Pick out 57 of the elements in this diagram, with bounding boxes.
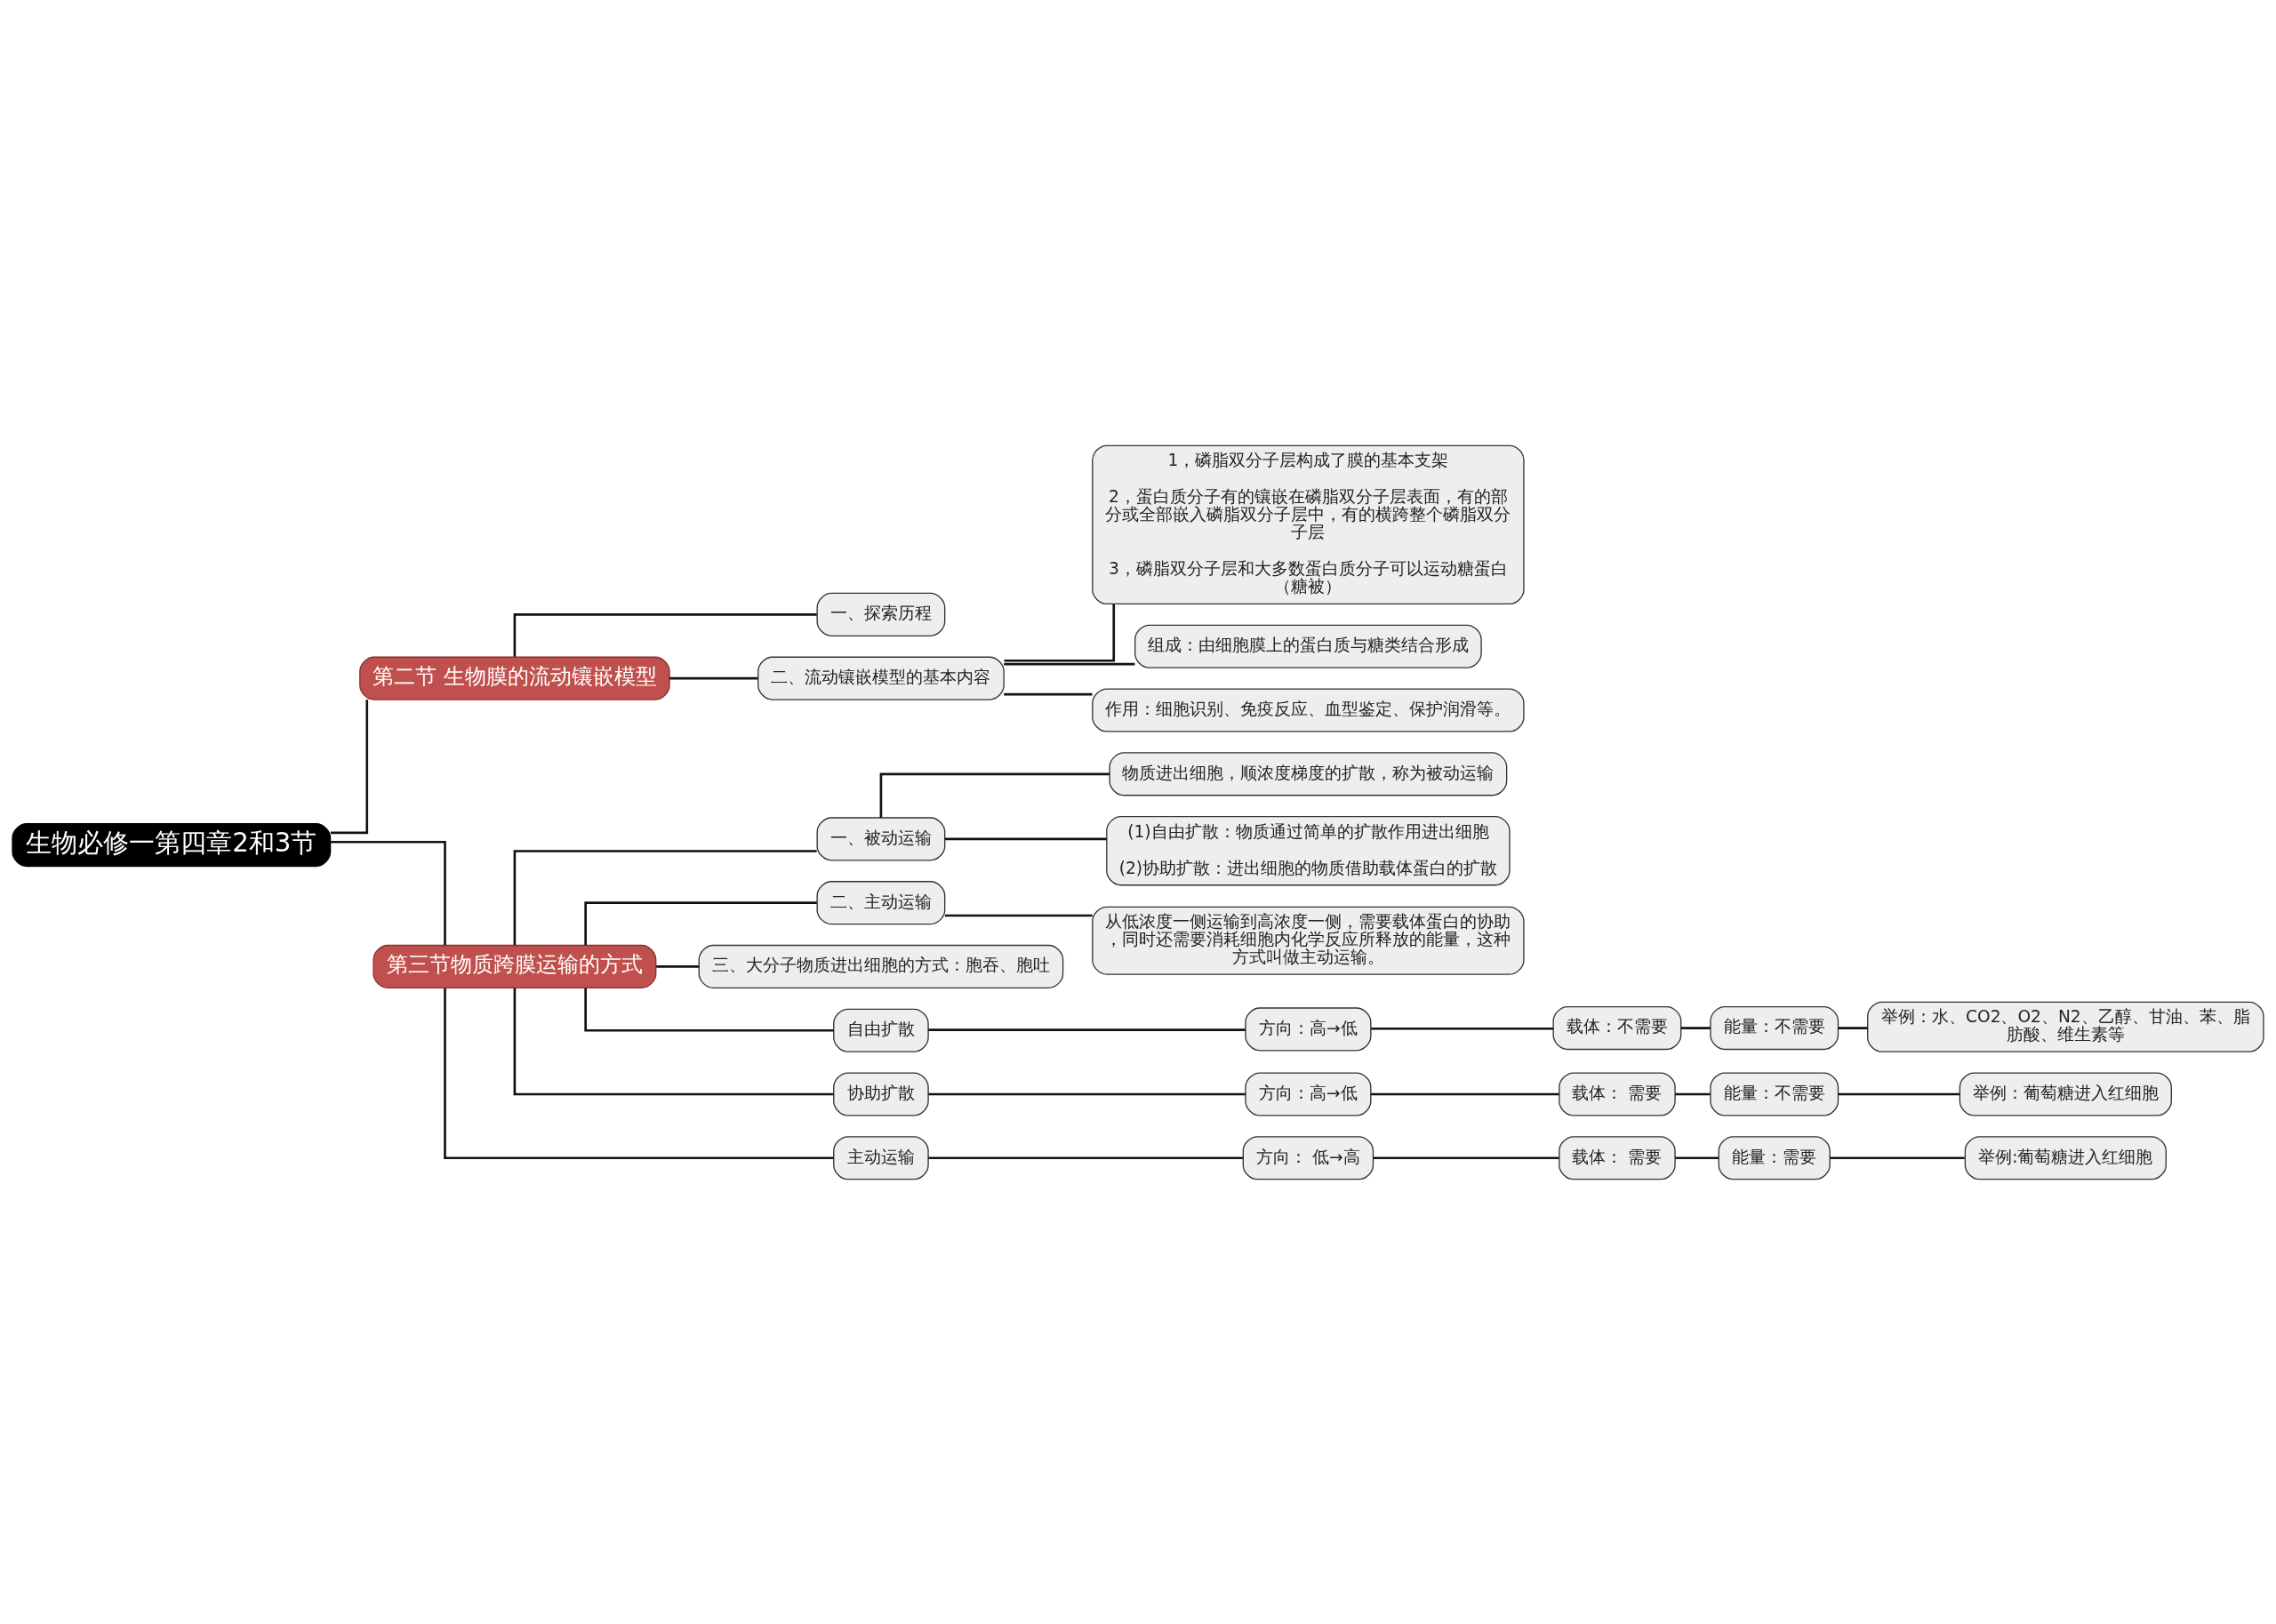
node-box: 主动运输 [833,1135,929,1180]
node-box: 三、大分子物质进出细胞的方式：胞吞、胞吐 [698,944,1064,988]
connector [1004,692,1093,695]
connector [444,988,834,1159]
node-box: 自由扩散 [833,1008,929,1052]
node-box: 载体： 需要 [1559,1135,1676,1180]
connector [513,612,817,657]
node-box: 从低浓度一侧运输到高浓度一侧，需要载体蛋白的协助，同时还需要消耗细胞内化学反应所释放的能量，这种方式叫做主动运输。 [1092,906,1525,975]
node-box: 二、流动镶嵌模型的基本内容 [757,656,1005,700]
node-box: 一、探索历程 [816,592,946,636]
connector [1838,1026,1868,1029]
node-box: 载体： 需要 [1559,1071,1676,1116]
connector [1675,1156,1719,1159]
connector [1004,662,1135,666]
connector [879,772,1110,818]
connector [513,849,817,945]
connector [330,699,369,834]
connector [584,900,817,945]
connector [1373,1156,1559,1159]
node-box: 1，磷脂双分子层构成了膜的基本支架 2，蛋白质分子有的镶嵌在磷脂双分子层表面，有的部分或全部嵌入磷脂双分子层中，有的横跨整个磷脂双分子层 3，磷脂双分子层和大多数蛋白质分子可以运动糖蛋白（糖被） [1092,444,1525,604]
connector [1004,604,1116,662]
connector [1675,1092,1711,1095]
connector [330,840,446,945]
node-box: 物质进出细胞，顺浓度梯度的扩散，称为被动运输 [1109,751,1508,796]
node-box: 举例：水、CO2、O2、N2、乙醇、甘油、苯、脂肪酸、维生素等 [1867,1001,2264,1052]
node-box: 举例：葡萄糖进入红细胞 [1959,1071,2172,1116]
node-box: (1)自由扩散：物质通过简单的扩散作用进出细胞 (2)协助扩散：进出细胞的物质借助载体蛋白的扩散 [1106,815,1511,885]
connector [1371,1027,1554,1030]
node-box: 能量：不需要 [1710,1005,1839,1050]
connector [928,1092,1246,1095]
node-box: 第二节 生物膜的流动镶嵌模型 [359,656,670,700]
node-box: 方向： 低→高 [1242,1135,1374,1180]
node-box: 组成：由细胞膜上的蛋白质与糖类结合形成 [1134,624,1482,668]
connector [944,914,1093,916]
connector [1838,1092,1959,1095]
connector [944,837,1107,840]
connector [513,988,834,1095]
node-box: 一、被动运输 [816,816,946,860]
connector [928,1156,1243,1159]
node-box: 举例:葡萄糖进入红细胞 [1964,1135,2167,1180]
connector [656,964,700,968]
node-box: 第三节物质跨膜运输的方式 [373,944,657,988]
connector [584,988,834,1032]
node-box: 载体：不需要 [1552,1005,1682,1050]
connector [1680,1026,1711,1029]
connector [928,1028,1246,1031]
connector [1830,1156,1965,1159]
node-box: 能量：不需要 [1710,1071,1839,1116]
node-box: 协助扩散 [833,1071,929,1116]
node-box: 方向：高→低 [1245,1006,1372,1051]
connector [669,676,758,679]
node-box: 方向：高→低 [1245,1071,1372,1116]
connector [1371,1092,1559,1095]
node-box: 生物必修一第四章2和3节 [12,822,332,867]
node-box: 能量：需要 [1718,1135,1831,1180]
node-box: 二、主动运输 [816,880,946,924]
node-box: 作用：细胞识别、免疫反应、血型鉴定、保护润滑等。 [1092,687,1525,732]
